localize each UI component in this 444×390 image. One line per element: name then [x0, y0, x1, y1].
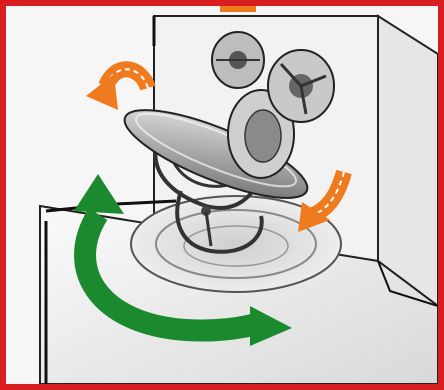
assembly-illustration: [6, 6, 438, 384]
gear-disc-small-icon: [212, 32, 264, 88]
gear-disc-large-icon: [268, 50, 334, 122]
curved-arrow-left-icon: [86, 69, 148, 110]
